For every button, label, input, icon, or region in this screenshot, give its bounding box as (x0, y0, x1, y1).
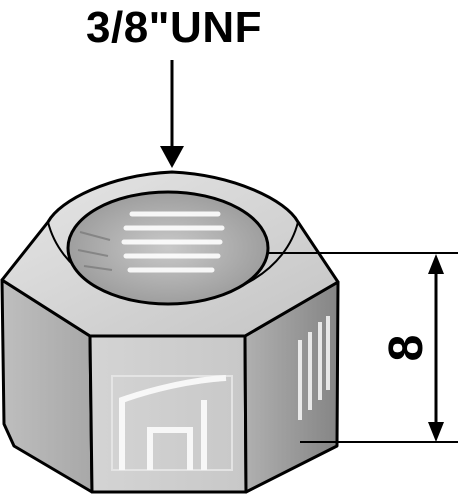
pointer-arrow (160, 60, 184, 168)
dimension-arrow-up (428, 254, 444, 274)
height-dimension: 8 (268, 252, 458, 443)
dimension-arrow-down (428, 422, 444, 442)
thread-lines (121, 211, 225, 273)
thread-spec-label: 3/8"UNF (86, 3, 262, 52)
nut-body (0, 170, 340, 494)
nut-front-face (88, 334, 248, 494)
right-face-highlight (298, 316, 330, 420)
threaded-hole (66, 190, 270, 306)
height-dimension-label: 8 (380, 335, 433, 362)
front-face-highlight (111, 375, 233, 471)
